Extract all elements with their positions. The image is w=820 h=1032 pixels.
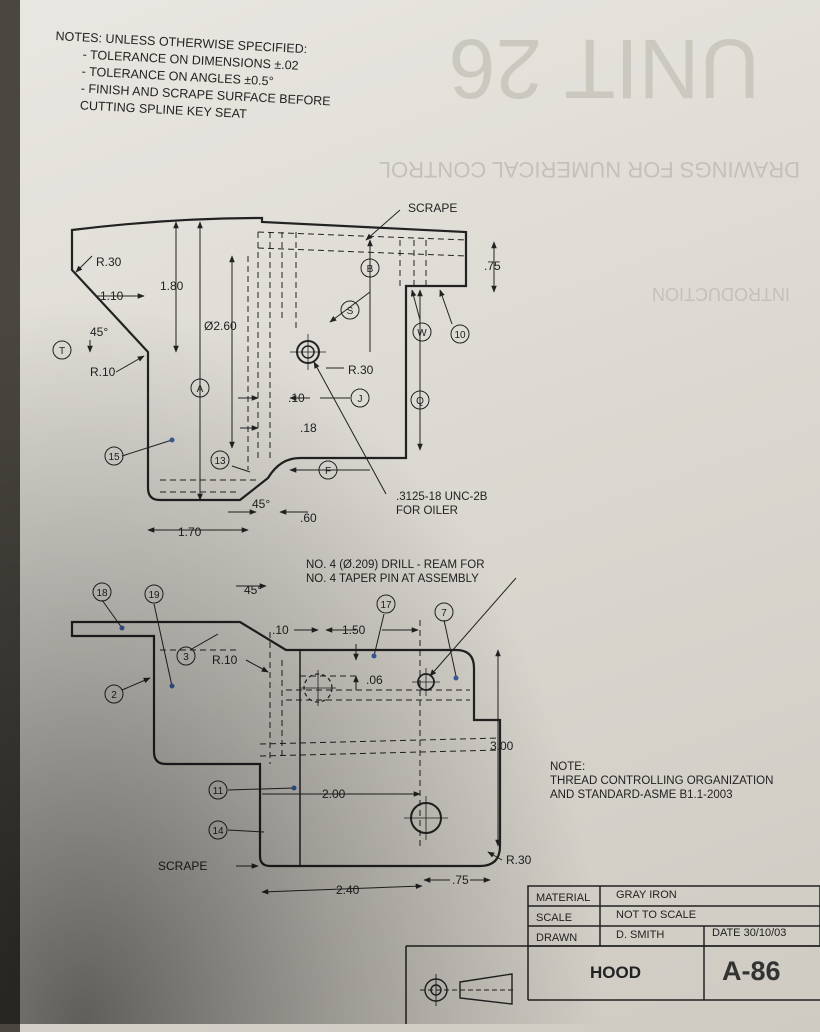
svg-text:J: J — [358, 394, 363, 405]
dim-45-deg-low: 45° — [252, 497, 270, 511]
dim-2-00: 2.00 — [322, 787, 346, 801]
material-value: GRAY IRON — [616, 889, 677, 901]
svg-text:11: 11 — [213, 786, 224, 797]
svg-text:15: 15 — [108, 452, 120, 463]
svg-text:7: 7 — [441, 608, 447, 619]
balloon: S — [340, 300, 360, 320]
taper-pin-hole — [412, 668, 440, 696]
svg-text:2: 2 — [111, 690, 117, 701]
top-view — [70, 216, 468, 502]
dim-2-40: 2.40 — [336, 883, 360, 897]
balloon: 19 — [144, 584, 164, 604]
dim-1-10: 1.10 — [100, 289, 124, 303]
balloon: 17 — [376, 594, 396, 614]
top-view-dimension-lines — [75, 209, 497, 533]
dim-18: .18 — [300, 421, 317, 435]
material-label: MATERIAL — [536, 892, 590, 904]
dim-06: .06 — [366, 673, 383, 687]
svg-text:S: S — [347, 306, 354, 317]
scrape-label-top: SCRAPE — [408, 201, 457, 215]
balloon: T — [52, 340, 72, 360]
note-title: NOTE: — [550, 761, 585, 773]
drawing-number: A-86 — [722, 956, 781, 986]
bottom-hole — [404, 796, 448, 840]
oiler-hole — [290, 334, 326, 370]
balloon: 18 — [92, 582, 112, 602]
top-view-outline — [70, 216, 468, 502]
dim-60: .60 — [300, 511, 317, 525]
bg-chapter-heading: DRAWINGS FOR NUMERICAL CONTROL — [379, 157, 800, 182]
svg-text:F: F — [325, 466, 331, 477]
balloon: W — [412, 322, 432, 342]
svg-text:13: 13 — [214, 456, 226, 467]
dim-3-00: 3.00 — [490, 739, 514, 753]
dim-10-front: .10 — [272, 623, 289, 637]
svg-text:14: 14 — [212, 826, 224, 837]
dim-1-70: 1.70 — [178, 525, 202, 539]
svg-text:A: A — [197, 384, 204, 395]
dim-1-50: 1.50 — [342, 623, 366, 637]
svg-text:17: 17 — [380, 600, 392, 611]
balloon: 13 — [210, 450, 230, 470]
drawn-label: DRAWN — [536, 932, 577, 944]
svg-text:18: 18 — [96, 588, 108, 599]
projection-symbol-icon — [420, 973, 516, 1006]
scrape-label-front: SCRAPE — [158, 859, 207, 873]
svg-text:19: 19 — [148, 590, 160, 601]
dim-10: .10 — [288, 391, 305, 405]
svg-text:3: 3 — [183, 652, 189, 663]
date-field: DATE 30/10/03 — [712, 927, 786, 939]
counterbore-hole — [300, 670, 336, 706]
bg-section-heading: INTRODUCTION — [652, 284, 790, 304]
balloon: 15 — [104, 446, 124, 466]
dim-1-80: 1.80 — [160, 279, 184, 293]
balloon: 10 — [450, 324, 470, 344]
part-name: HOOD — [590, 963, 641, 982]
svg-text:T: T — [59, 346, 65, 357]
bg-unit-heading: UNIT 26 — [449, 22, 760, 116]
dim-r30-mid: R.30 — [348, 363, 374, 377]
dim-r30-top: R.30 — [96, 255, 122, 269]
dim-75: .75 — [484, 259, 501, 273]
title-block-grid — [405, 885, 820, 1024]
dim-75-front: .75 — [452, 873, 469, 887]
balloon: 14 — [208, 820, 228, 840]
dim-r10: R.10 — [90, 365, 116, 379]
oiler-callout: FOR OILER — [396, 505, 458, 517]
drill-note-line2: NO. 4 TAPER PIN AT ASSEMBLY — [306, 573, 479, 585]
balloon: 7 — [434, 602, 454, 622]
balloon: 2 — [104, 684, 124, 704]
svg-text:B: B — [367, 264, 374, 275]
note-line-2: AND STANDARD-ASME B1.1-2003 — [550, 789, 733, 801]
scale-value: NOT TO SCALE — [616, 909, 696, 921]
dim-45-deg: 45° — [90, 325, 108, 339]
dim-dia-2-60: Ø2.60 — [204, 319, 237, 333]
drawn-value: D. SMITH — [616, 929, 664, 941]
balloon: 11 — [208, 780, 228, 800]
dim-r30-front: R.30 — [506, 853, 532, 867]
note-line-1: THREAD CONTROLLING ORGANIZATION — [550, 775, 773, 787]
drill-note-line1: NO. 4 (Ø.209) DRILL - REAM FOR — [306, 559, 485, 571]
svg-text:W: W — [417, 328, 427, 339]
thread-callout: .3125-18 UNC-2B — [396, 491, 488, 503]
dim-45-deg-front: 45° — [244, 583, 262, 597]
balloon: J — [350, 388, 370, 408]
dim-r10-front: R.10 — [212, 653, 238, 667]
svg-text:Q: Q — [416, 396, 424, 407]
svg-text:10: 10 — [454, 330, 466, 341]
leader-dot — [169, 437, 175, 443]
scale-label: SCALE — [536, 912, 572, 924]
